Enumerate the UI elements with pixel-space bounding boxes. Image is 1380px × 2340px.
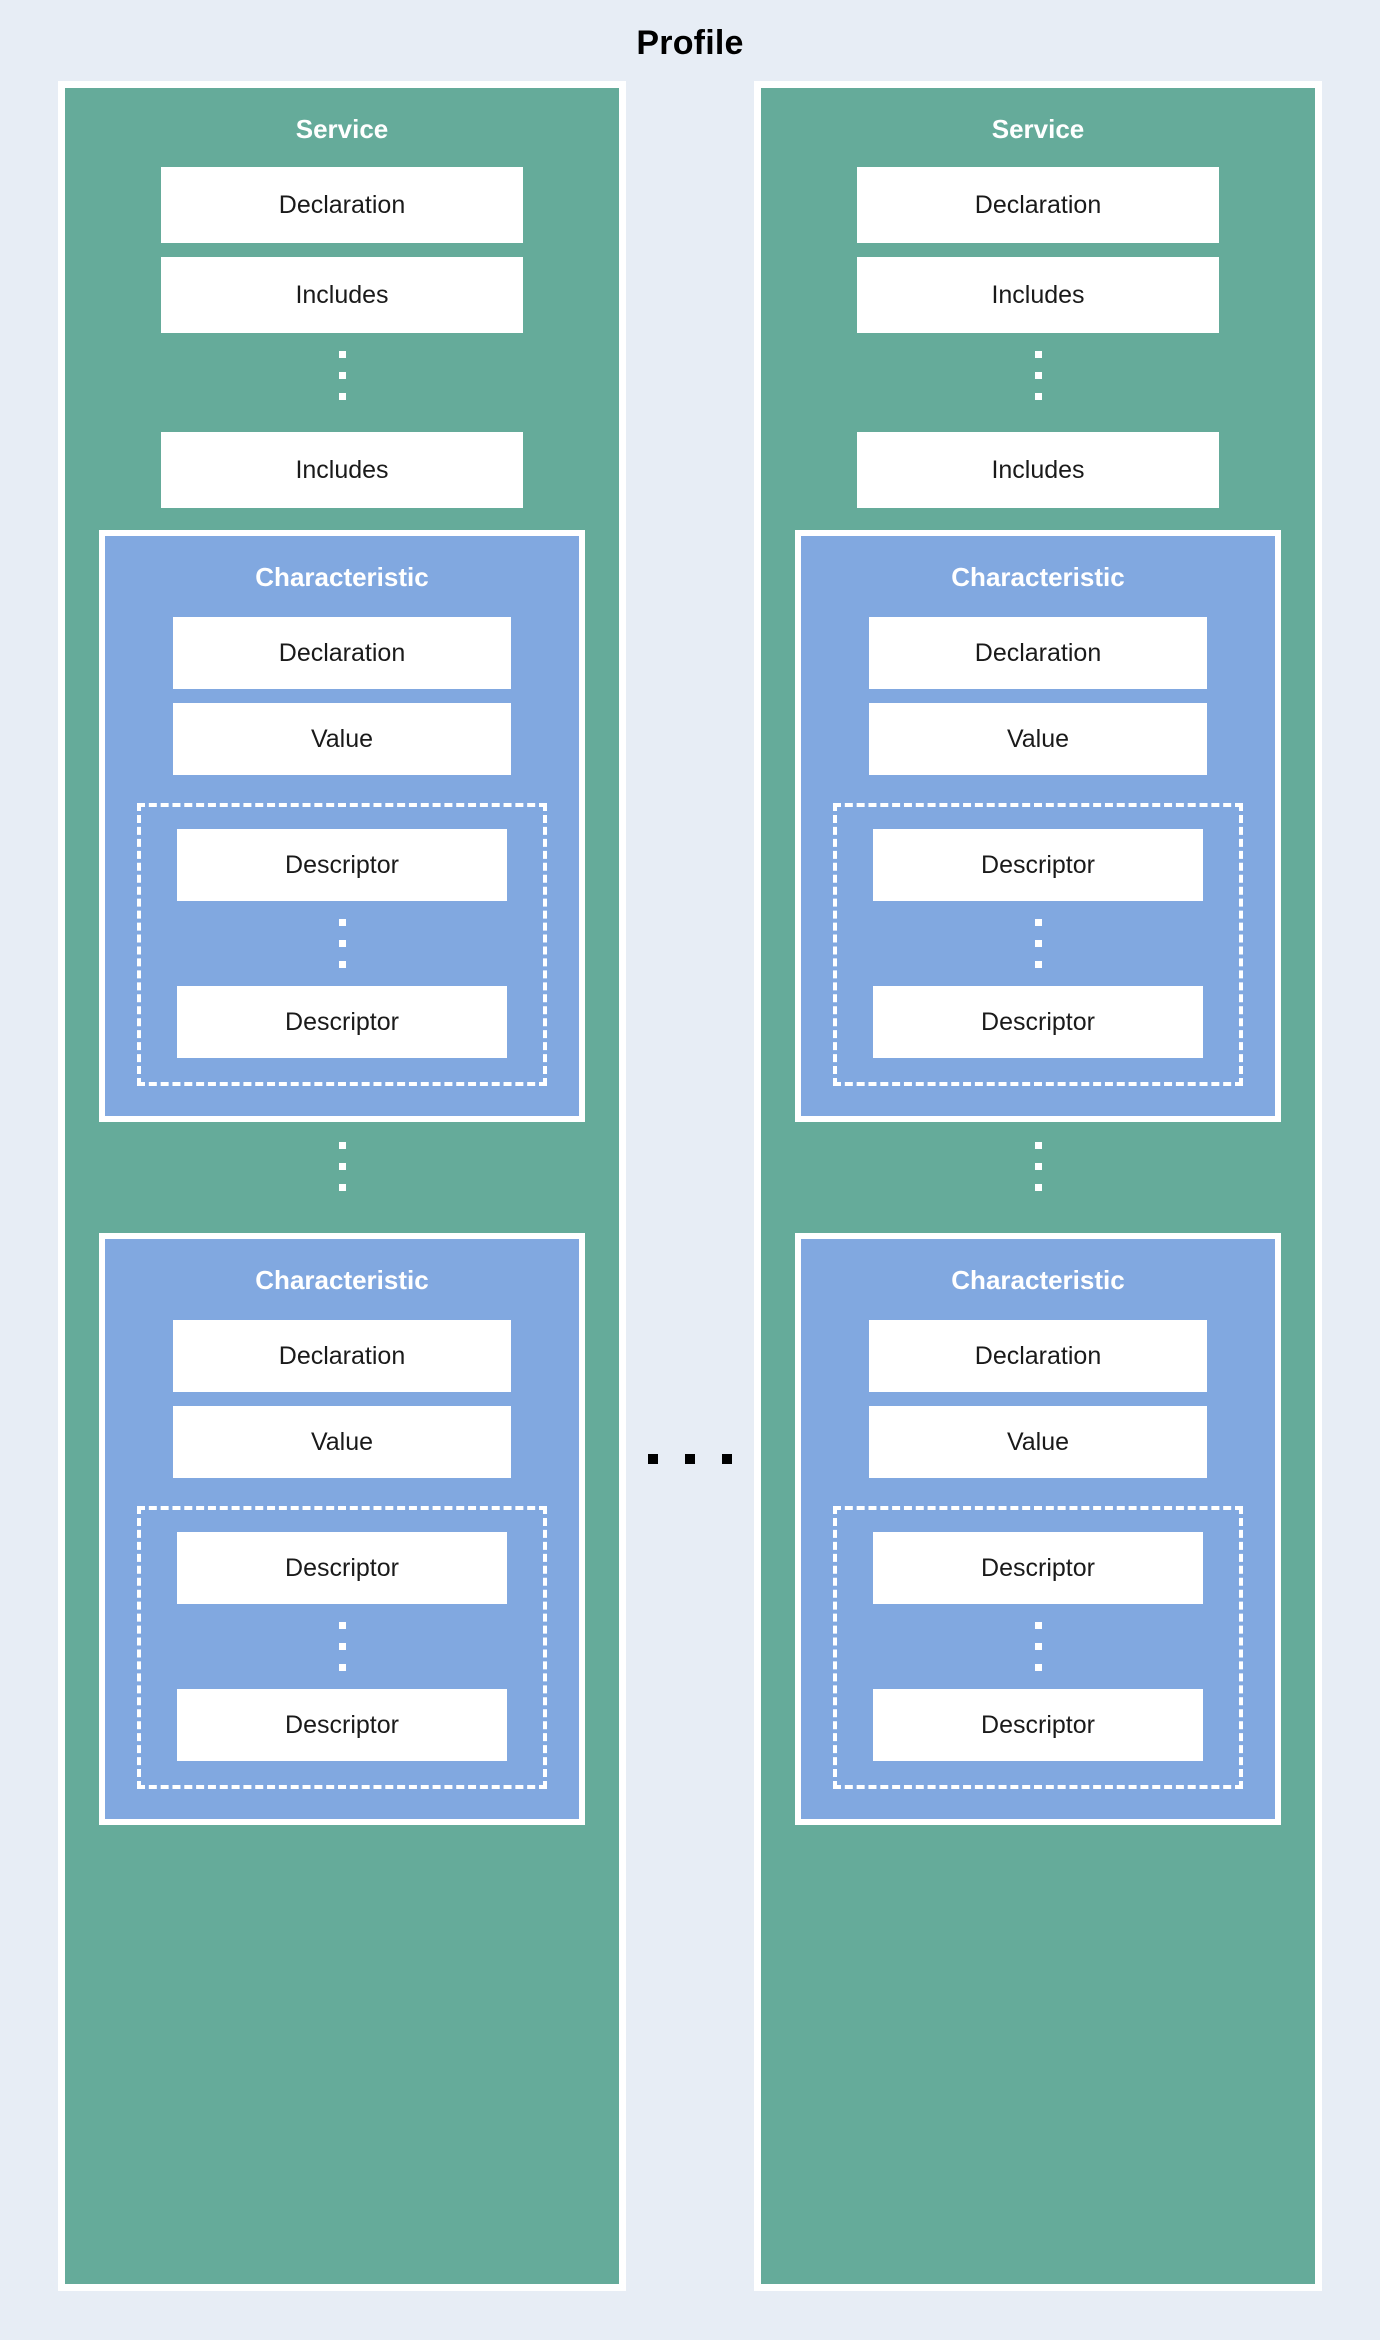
vertical-ellipsis-icon (837, 901, 1239, 986)
service-includes-box: Includes (161, 432, 523, 508)
descriptor-group: Descriptor Descriptor (137, 803, 547, 1086)
descriptor-group: Descriptor Descriptor (137, 1506, 547, 1789)
vertical-ellipsis-icon (837, 1604, 1239, 1689)
descriptor-group: Descriptor Descriptor (833, 803, 1243, 1086)
descriptor-box: Descriptor (177, 829, 507, 901)
characteristic-value-box: Value (173, 703, 511, 775)
descriptor-box: Descriptor (873, 1532, 1203, 1604)
descriptor-box: Descriptor (873, 829, 1203, 901)
descriptor-box: Descriptor (177, 1689, 507, 1761)
characteristic-declaration-box: Declaration (173, 1320, 511, 1392)
descriptor-box: Descriptor (873, 1689, 1203, 1761)
characteristic-declaration-box: Declaration (869, 1320, 1207, 1392)
characteristic-title: Characteristic (255, 562, 429, 592)
characteristic-block: Characteristic Declaration Value Descrip… (99, 530, 585, 1122)
characteristic-title: Characteristic (255, 1265, 429, 1295)
vertical-ellipsis-icon (65, 1122, 619, 1211)
characteristic-title: Characteristic (951, 1265, 1125, 1295)
page-title: Profile (636, 24, 744, 62)
characteristic-value-box: Value (173, 1406, 511, 1478)
service-declaration-box: Declaration (161, 167, 523, 243)
vertical-ellipsis-icon (141, 901, 543, 986)
service-block-left: Service Declaration Includes Includes Ch… (58, 81, 626, 2291)
horizontal-ellipsis-icon (648, 1454, 732, 1464)
services-container: Service Declaration Includes Includes Ch… (0, 81, 1380, 2291)
descriptor-box: Descriptor (177, 986, 507, 1058)
service-includes-box: Includes (857, 432, 1219, 508)
characteristic-block: Characteristic Declaration Value Descrip… (795, 1233, 1281, 1825)
characteristic-declaration-box: Declaration (173, 617, 511, 689)
characteristic-value-box: Value (869, 1406, 1207, 1478)
service-block-right: Service Declaration Includes Includes Ch… (754, 81, 1322, 2291)
descriptor-box: Descriptor (177, 1532, 507, 1604)
characteristic-block: Characteristic Declaration Value Descrip… (99, 1233, 585, 1825)
service-includes-box: Includes (161, 257, 523, 333)
service-title: Service (295, 114, 389, 144)
descriptor-box: Descriptor (873, 986, 1203, 1058)
vertical-ellipsis-icon (65, 333, 619, 418)
vertical-ellipsis-icon (761, 333, 1315, 418)
service-includes-box: Includes (857, 257, 1219, 333)
characteristic-value-box: Value (869, 703, 1207, 775)
characteristic-declaration-box: Declaration (869, 617, 1207, 689)
characteristic-title: Characteristic (951, 562, 1125, 592)
vertical-ellipsis-icon (141, 1604, 543, 1689)
vertical-ellipsis-icon (761, 1122, 1315, 1211)
service-declaration-box: Declaration (857, 167, 1219, 243)
descriptor-group: Descriptor Descriptor (833, 1506, 1243, 1789)
characteristic-block: Characteristic Declaration Value Descrip… (795, 530, 1281, 1122)
service-title: Service (991, 114, 1085, 144)
